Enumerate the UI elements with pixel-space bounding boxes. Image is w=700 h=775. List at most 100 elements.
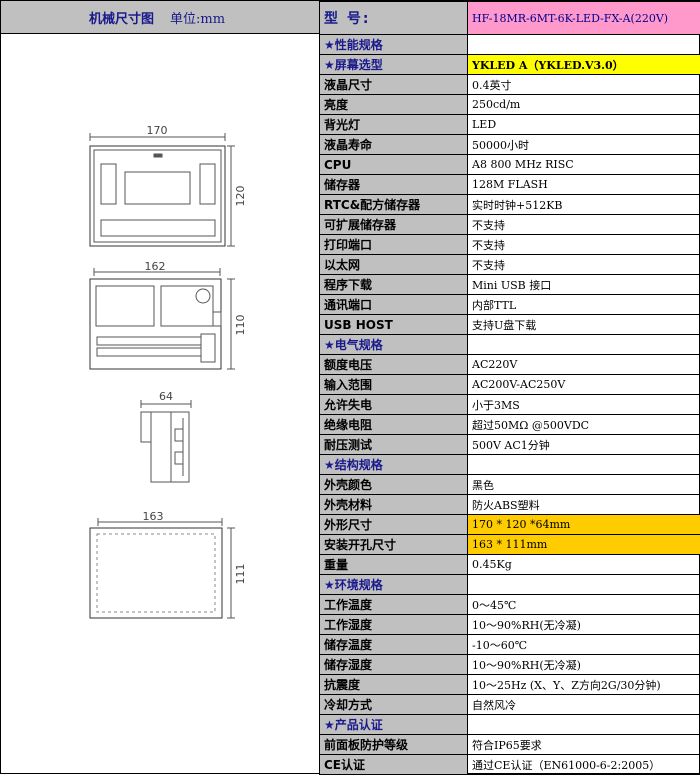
spec-value: 防火ABS塑料 <box>468 495 700 515</box>
back-width-label: 162 <box>145 260 166 273</box>
spec-label: 通讯端口 <box>320 295 468 315</box>
spec-value: 10～90%RH(无冷凝) <box>468 615 700 635</box>
cutout-height-label: 111 <box>234 564 247 585</box>
spec-value: AC200V-AC250V <box>468 375 700 395</box>
spec-value <box>468 715 700 735</box>
section-row: ★性能规格 <box>320 35 700 55</box>
spec-value: 自然风冷 <box>468 695 700 715</box>
spec-value: AC220V <box>468 355 700 375</box>
spec-row: 冷却方式自然风冷 <box>320 695 700 715</box>
spec-label: 抗震度 <box>320 675 468 695</box>
spec-value: 163 * 111mm <box>468 535 700 555</box>
spec-value: 不支持 <box>468 235 700 255</box>
model-row: 型 号: HF-18MR-6MT-6K-LED-FX-A(220V) <box>320 2 700 35</box>
dimension-panel: 机械尺寸图 单位:mm 170 120 <box>1 1 319 773</box>
spec-label: ★电气规格 <box>320 335 468 355</box>
spec-value: YKLED A（YKLED.V3.0） <box>468 55 700 75</box>
spec-label: 储存温度 <box>320 635 468 655</box>
spec-label: 以太网 <box>320 255 468 275</box>
spec-value: LED <box>468 115 700 135</box>
spec-label: ★屏幕选型 <box>320 55 468 75</box>
spec-value: 内部TTL <box>468 295 700 315</box>
spec-value: Mini USB 接口 <box>468 275 700 295</box>
spec-value: 实时时钟+512KB <box>468 195 700 215</box>
spec-table: 型 号: HF-18MR-6MT-6K-LED-FX-A(220V) ★性能规格… <box>319 1 700 775</box>
spec-label: RTC&配方储存器 <box>320 195 468 215</box>
spec-label: CE认证 <box>320 755 468 775</box>
spec-label: 耐压测试 <box>320 435 468 455</box>
front-height-label: 120 <box>234 186 247 207</box>
spec-value: 170 * 120 *64mm <box>468 515 700 535</box>
spec-label: 允许失电 <box>320 395 468 415</box>
section-row: ★环境规格 <box>320 575 700 595</box>
spec-value: 支持U盘下载 <box>468 315 700 335</box>
section-row: ★电气规格 <box>320 335 700 355</box>
spec-label: 程序下载 <box>320 275 468 295</box>
section-row: ★结构规格 <box>320 455 700 475</box>
spec-label: 外形尺寸 <box>320 515 468 535</box>
spec-value: 250cd/m <box>468 95 700 115</box>
side-view-drawing <box>141 400 191 482</box>
spec-value <box>468 335 700 355</box>
spec-label: ★产品认证 <box>320 715 468 735</box>
spec-row: 允许失电小于3MS <box>320 395 700 415</box>
spec-value: 0.4英寸 <box>468 75 700 95</box>
spec-label: USB HOST <box>320 315 468 335</box>
spec-value: A8 800 MHz RISC <box>468 155 700 175</box>
spec-value: 128M FLASH <box>468 175 700 195</box>
side-depth-label: 64 <box>159 390 173 403</box>
spec-label: 工作湿度 <box>320 615 468 635</box>
front-width-label: 170 <box>147 124 168 137</box>
spec-value: 不支持 <box>468 255 700 275</box>
spec-row: 通讯端口内部TTL <box>320 295 700 315</box>
spec-label: 可扩展储存器 <box>320 215 468 235</box>
spec-label: CPU <box>320 155 468 175</box>
spec-value: 通过CE认证（EN61000-6-2:2005） <box>468 755 700 775</box>
spec-label: 额度电压 <box>320 355 468 375</box>
spec-label: 液晶寿命 <box>320 135 468 155</box>
dimension-header: 机械尺寸图 单位:mm <box>1 1 319 34</box>
spec-row: 外壳材料防火ABS塑料 <box>320 495 700 515</box>
spec-value: 符合IP65要求 <box>468 735 700 755</box>
spec-row: 外壳颜色黑色 <box>320 475 700 495</box>
spec-label: 外壳材料 <box>320 495 468 515</box>
spec-label: 重量 <box>320 555 468 575</box>
spec-value: 小于3MS <box>468 395 700 415</box>
spec-value: 黑色 <box>468 475 700 495</box>
spec-label: ★结构规格 <box>320 455 468 475</box>
spec-value: 10～25Hz (X、Y、Z方向2G/30分钟) <box>468 675 700 695</box>
spec-row: 可扩展储存器不支持 <box>320 215 700 235</box>
spec-value: 50000小时 <box>468 135 700 155</box>
spec-label: ★环境规格 <box>320 575 468 595</box>
spec-label: 冷却方式 <box>320 695 468 715</box>
spec-value: 10～90%RH(无冷凝) <box>468 655 700 675</box>
spec-label: 亮度 <box>320 95 468 115</box>
spec-label: 输入范围 <box>320 375 468 395</box>
spec-label: 工作温度 <box>320 595 468 615</box>
spec-row: 以太网不支持 <box>320 255 700 275</box>
spec-value: -10～60℃ <box>468 635 700 655</box>
spec-row: 储存温度-10～60℃ <box>320 635 700 655</box>
cutout-width-label: 163 <box>143 510 164 523</box>
spec-row: 前面板防护等级符合IP65要求 <box>320 735 700 755</box>
spec-label: 绝缘电阻 <box>320 415 468 435</box>
spec-row: RTC&配方储存器实时时钟+512KB <box>320 195 700 215</box>
